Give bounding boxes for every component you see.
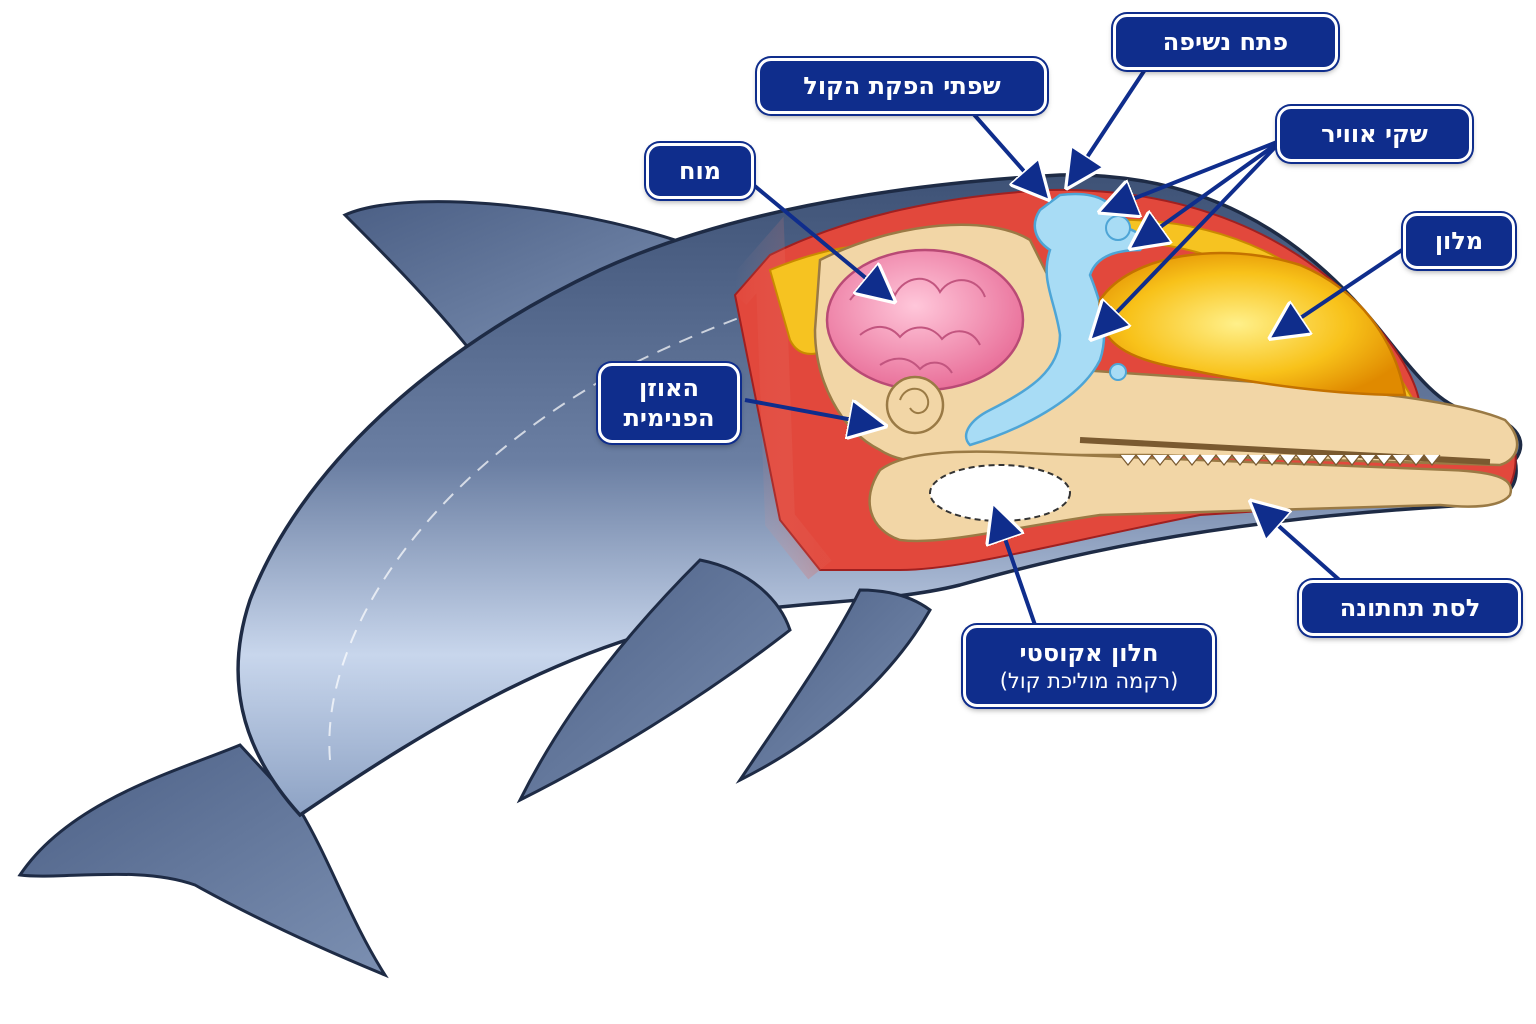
acoustic-window-pad	[929, 464, 1071, 522]
air-sac-lower	[1109, 363, 1127, 381]
label-inner-ear: האוזן הפנימית	[598, 363, 740, 443]
arrow-blowhole	[1070, 60, 1152, 183]
label-acoustic-window: חלון אקוסטי (רקמה מוליכת קול)	[963, 625, 1215, 707]
arrow-melon	[1275, 246, 1407, 335]
air-sac-upper	[1105, 215, 1131, 241]
label-blowhole: פתח נשיפה	[1113, 14, 1338, 70]
pectoral-fin-left	[516, 558, 792, 804]
label-brain: מוח	[646, 143, 754, 199]
arrow-air-sacs-1	[1105, 138, 1283, 210]
label-inner-ear-line2: הפנימית	[623, 404, 715, 432]
arrow-air-sacs-3	[1095, 138, 1284, 335]
label-phonic-lips: שפתי הפקת הקול	[757, 58, 1047, 114]
teeth	[1119, 454, 1441, 466]
arrow-lower-jaw	[1255, 505, 1347, 587]
label-acoustic-window-sub: (רקמה מוליכת קול)	[999, 669, 1179, 693]
melon	[1098, 251, 1407, 397]
label-melon: מלון	[1403, 213, 1515, 269]
label-lower-jaw: לסת תחתונה	[1299, 580, 1521, 636]
label-acoustic-window-title: חלון אקוסטי	[1019, 639, 1159, 667]
label-air-sacs: שקי אוויר	[1277, 106, 1472, 162]
arrow-phonic-lips	[968, 108, 1045, 195]
pectoral-fin-right	[735, 588, 932, 784]
tail-fluke	[17, 743, 389, 979]
leader-lines	[743, 60, 1407, 626]
label-inner-ear-line1: האוזן	[638, 374, 700, 402]
arrow-air-sacs-2	[1135, 138, 1284, 245]
arrow-brain	[743, 176, 890, 298]
arrow-acoustic-window	[995, 510, 1037, 626]
arrow-inner-ear	[744, 398, 880, 425]
inner-ear	[885, 375, 945, 435]
